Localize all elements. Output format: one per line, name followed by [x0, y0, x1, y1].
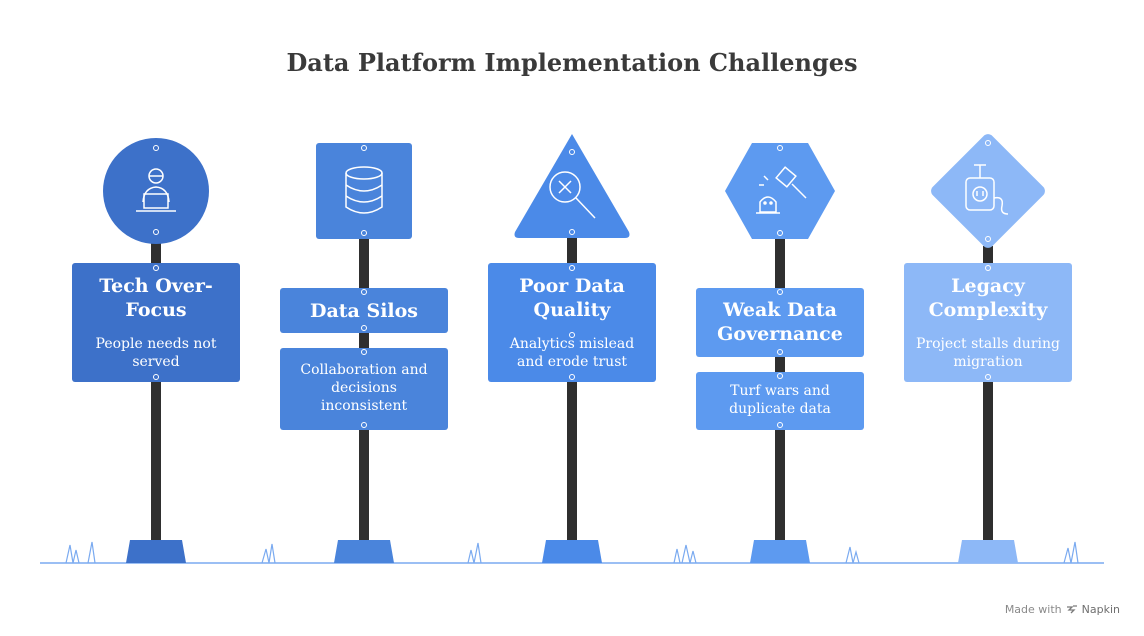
challenge-3-heading: Poor Data Quality — [519, 275, 625, 321]
challenge-5-description: Project stalls during migration — [916, 336, 1060, 370]
sign-panel-4b — [696, 372, 864, 430]
credit-prefix: Made with — [1004, 603, 1062, 616]
post-base-2 — [334, 540, 394, 563]
sign-top-1 — [103, 138, 209, 244]
post-base-1 — [126, 540, 186, 563]
signpost-4 — [696, 143, 864, 563]
sign-panel-3 — [488, 263, 656, 382]
database-icon — [345, 166, 383, 214]
signpost-2 — [280, 143, 448, 563]
gavel-icon — [756, 166, 807, 214]
sign-panel-1 — [72, 263, 240, 382]
post-base-5 — [958, 540, 1018, 563]
challenge-2-description: Collaboration and decisions inconsistent — [300, 362, 428, 414]
sign-panel-4a — [696, 288, 864, 357]
magnifier-x-icon — [549, 171, 596, 219]
post-base-4 — [750, 540, 810, 563]
sign-top-3 — [514, 134, 630, 238]
napkin-credit[interactable]: Made with Napkin — [1005, 603, 1120, 616]
challenge-1-heading: Tech Over-Focus — [99, 275, 213, 321]
challenge-3-description: Analytics mislead and erode trust — [509, 336, 635, 370]
sign-top-5 — [931, 134, 1045, 248]
challenge-2-heading: Data Silos — [309, 300, 419, 322]
challenge-4-description: Turf wars and duplicate data — [729, 383, 831, 417]
signpost-1 — [72, 138, 240, 563]
signpost-3 — [488, 134, 656, 563]
post-pole-5 — [983, 246, 993, 550]
sign-top-4 — [725, 143, 835, 239]
signpost-5 — [904, 134, 1072, 563]
page-title: Data Platform Implementation Challenges — [286, 48, 858, 77]
post-pole-1 — [151, 240, 161, 550]
grass-tufts — [65, 541, 1079, 564]
challenge-4-heading: Weak Data Governance — [717, 299, 843, 345]
napkin-logo-icon — [1066, 604, 1077, 613]
post-base-3 — [542, 540, 602, 563]
person-laptop-icon — [136, 168, 176, 212]
sign-panel-2b — [280, 348, 448, 430]
credit-brand: Napkin — [1081, 603, 1120, 616]
sign-panel-2a — [280, 288, 448, 333]
post-pole-3 — [567, 236, 577, 550]
sign-panel-5 — [904, 263, 1072, 382]
legacy-device-icon — [965, 164, 1009, 215]
challenge-5-heading: Legacy Complexity — [928, 275, 1048, 321]
challenge-1-description: People needs not served — [95, 336, 217, 370]
